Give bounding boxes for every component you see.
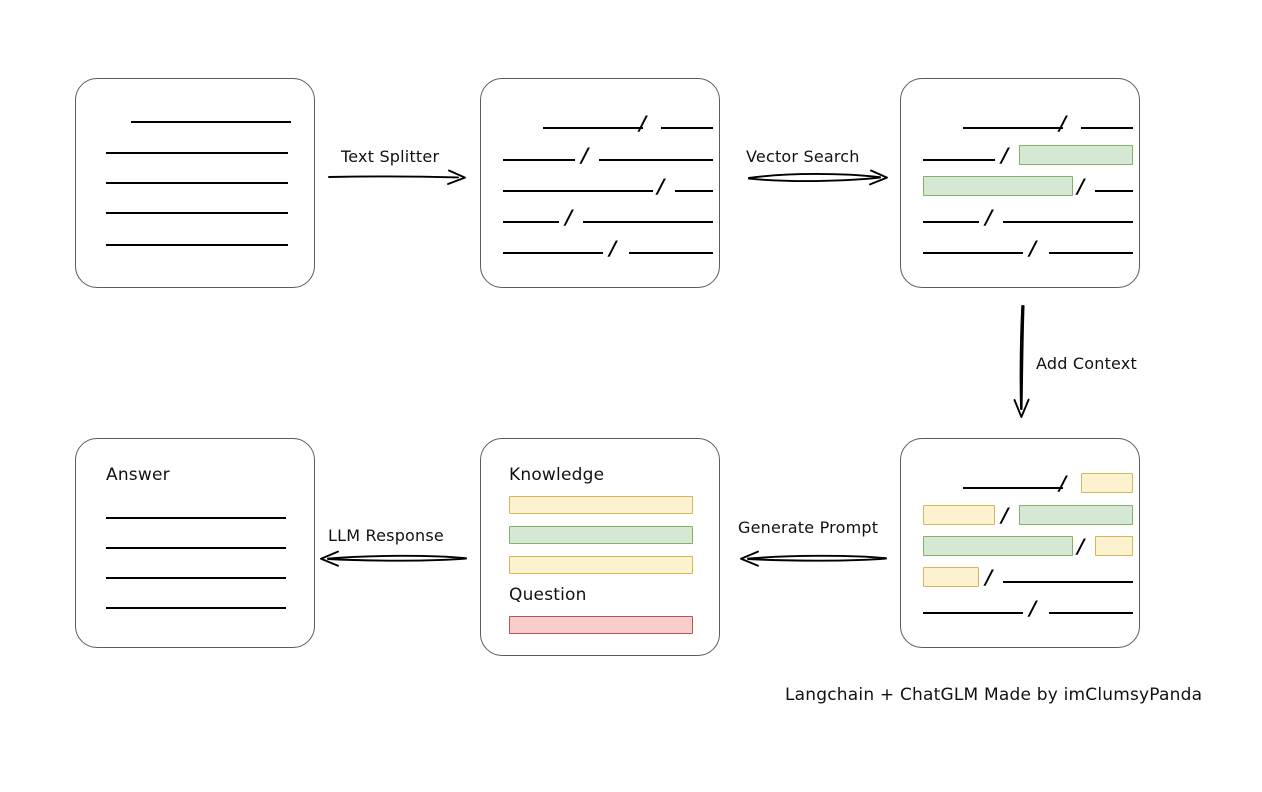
- context-chunk-green: [923, 536, 1073, 556]
- node-context-added-chunks[interactable]: / / / / /: [900, 438, 1140, 648]
- chunk-line: [543, 127, 643, 129]
- chunk-line: [661, 127, 713, 129]
- edge-label-llm-response: LLM Response: [328, 526, 444, 545]
- edge-arrow-llm-response: [320, 550, 467, 567]
- edge-label-add-context: Add Context: [1036, 354, 1137, 373]
- chunk-line: [1049, 252, 1133, 254]
- answer-heading: Answer: [106, 465, 170, 485]
- node-source-document[interactable]: [75, 78, 315, 288]
- chunk-line: [923, 221, 979, 223]
- chunk-line: [963, 487, 1063, 489]
- chunk-separator: /: [1001, 503, 1009, 527]
- chunk-separator: /: [609, 236, 617, 260]
- node-vector-search-results[interactable]: / / / / /: [900, 78, 1140, 288]
- chunk-separator: /: [1059, 471, 1067, 495]
- chunk-separator: /: [1077, 534, 1085, 558]
- retrieved-chunk-green: [1019, 145, 1133, 165]
- chunk-line: [1003, 221, 1133, 223]
- answer-line: [106, 607, 286, 609]
- chunk-line: [503, 190, 653, 192]
- chunk-separator: /: [1077, 174, 1085, 198]
- chunk-separator: /: [985, 565, 993, 589]
- edge-arrow-text-splitter: [328, 169, 466, 185]
- chunk-separator: /: [1059, 111, 1067, 135]
- context-chunk-yellow: [923, 567, 979, 587]
- chunk-line: [629, 252, 713, 254]
- doc-line: [106, 212, 288, 214]
- edge-arrow-add-context: [1013, 305, 1030, 418]
- context-chunk-yellow: [1081, 473, 1133, 493]
- chunk-line: [503, 252, 603, 254]
- chunk-line: [599, 159, 713, 161]
- answer-line: [106, 547, 286, 549]
- knowledge-bar-yellow: [509, 556, 693, 574]
- doc-line: [131, 121, 291, 123]
- chunk-separator: /: [1001, 143, 1009, 167]
- chunk-line: [503, 159, 575, 161]
- chunk-separator: /: [581, 143, 589, 167]
- doc-line: [106, 182, 288, 184]
- chunk-line: [1049, 612, 1133, 614]
- answer-line: [106, 517, 286, 519]
- edge-label-text-splitter: Text Splitter: [341, 147, 440, 166]
- retrieved-chunk-green: [923, 176, 1073, 196]
- doc-line: [106, 152, 288, 154]
- chunk-line: [503, 221, 559, 223]
- edge-arrow-vector-search: [748, 169, 888, 186]
- question-bar-red: [509, 616, 693, 634]
- chunk-separator: /: [1029, 596, 1037, 620]
- knowledge-bar-green: [509, 526, 693, 544]
- knowledge-heading: Knowledge: [509, 465, 605, 485]
- chunk-line: [583, 221, 713, 223]
- question-heading: Question: [509, 585, 587, 605]
- chunk-separator: /: [565, 205, 573, 229]
- chunk-separator: /: [985, 205, 993, 229]
- chunk-separator: /: [639, 111, 647, 135]
- chunk-line: [1095, 190, 1133, 192]
- context-chunk-yellow: [1095, 536, 1133, 556]
- chunk-separator: /: [657, 174, 665, 198]
- context-chunk-yellow: [923, 505, 995, 525]
- chunk-line: [675, 190, 713, 192]
- edge-arrow-generate-prompt: [740, 550, 887, 567]
- chunk-line: [963, 127, 1063, 129]
- chunk-line: [923, 252, 1023, 254]
- chunk-separator: /: [1029, 236, 1037, 260]
- chunk-line: [923, 159, 995, 161]
- doc-line: [106, 244, 288, 246]
- chunk-line: [1003, 581, 1133, 583]
- knowledge-bar-yellow: [509, 496, 693, 514]
- chunk-line: [1081, 127, 1133, 129]
- answer-line: [106, 577, 286, 579]
- node-answer[interactable]: Answer: [75, 438, 315, 648]
- diagram-caption: Langchain + ChatGLM Made by imClumsyPand…: [785, 685, 1203, 705]
- edge-label-generate-prompt: Generate Prompt: [738, 518, 879, 537]
- node-split-chunks[interactable]: / / / / /: [480, 78, 720, 288]
- node-prompt[interactable]: Knowledge Question: [480, 438, 720, 656]
- edge-label-vector-search: Vector Search: [746, 147, 860, 166]
- chunk-line: [923, 612, 1023, 614]
- context-chunk-green: [1019, 505, 1133, 525]
